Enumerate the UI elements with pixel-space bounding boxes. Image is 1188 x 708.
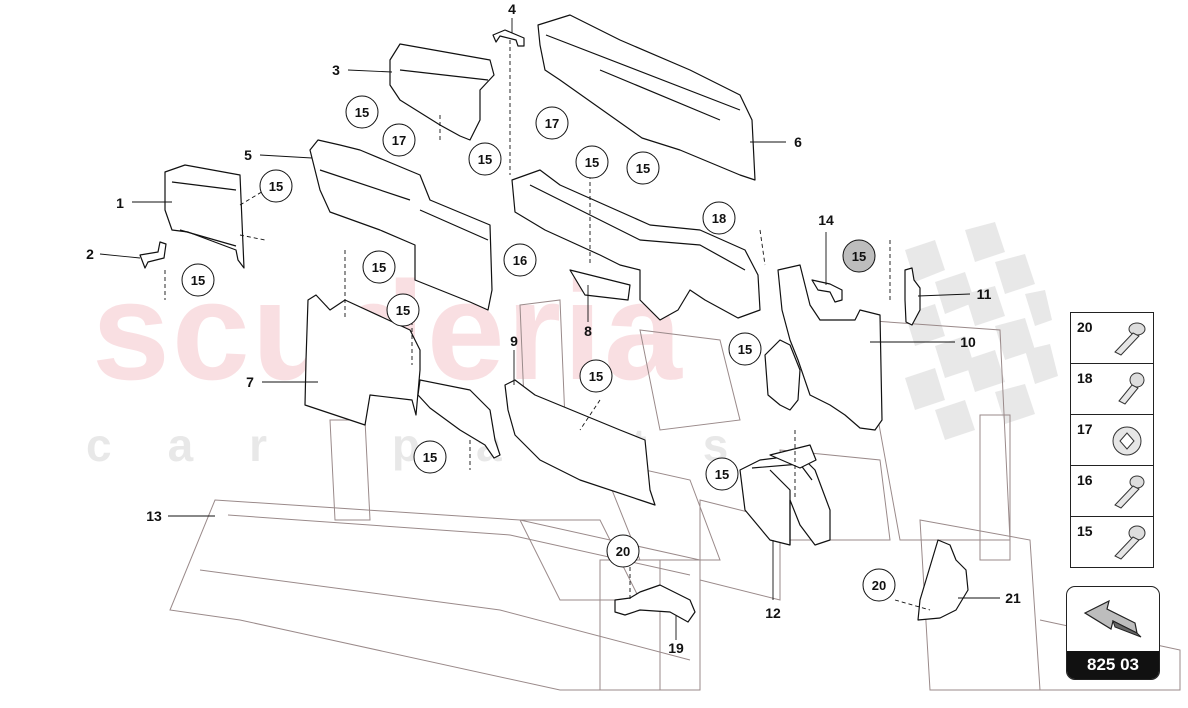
part-21-shield xyxy=(917,539,969,621)
callout-13: 13 xyxy=(146,508,162,524)
callout-14: 14 xyxy=(818,212,834,228)
callout-4: 4 xyxy=(508,1,516,17)
callout-19: 19 xyxy=(668,640,684,656)
part-10-shield xyxy=(777,264,883,431)
legend-row: 17 xyxy=(1071,415,1153,466)
ref-circle: 20 xyxy=(606,534,640,568)
legend-number: 16 xyxy=(1077,472,1093,488)
svg-text:17: 17 xyxy=(545,116,559,131)
part-1-shield xyxy=(164,164,245,269)
part-14-bracket xyxy=(811,279,843,303)
parts-outlines xyxy=(139,14,969,623)
bolt-washer-icon xyxy=(1114,322,1146,356)
svg-text:15: 15 xyxy=(396,303,410,318)
ref-circle: 17 xyxy=(535,106,569,140)
ref-circle: 15 xyxy=(728,332,762,366)
fastener-legend: 20 18 17 16 xyxy=(1070,312,1154,568)
arrow-icon xyxy=(1083,599,1142,638)
page-code: 825 03 xyxy=(1067,651,1159,679)
svg-text:17: 17 xyxy=(392,133,406,148)
bolt-icon xyxy=(1114,525,1146,560)
svg-text:15: 15 xyxy=(478,152,492,167)
legend-number: 15 xyxy=(1077,523,1093,539)
callout-1: 1 xyxy=(116,195,124,211)
part-11-bracket xyxy=(904,267,921,326)
ref-circle: 17 xyxy=(382,123,416,157)
bolt-icon xyxy=(1114,475,1145,509)
legend-number: 18 xyxy=(1077,370,1093,386)
legend-number: 17 xyxy=(1077,421,1093,437)
ref-circle: 18 xyxy=(702,201,736,235)
part-3-shield xyxy=(389,43,495,141)
ref-circle: 16 xyxy=(503,243,537,277)
svg-text:18: 18 xyxy=(712,211,726,226)
callout-numbers: 1 2 3 4 5 6 7 8 9 10 11 12 13 14 19 21 xyxy=(86,1,1021,656)
leader-lines xyxy=(99,18,1000,640)
fastener-lines xyxy=(164,40,931,611)
ref-circle: 15 xyxy=(579,359,613,393)
svg-text:15: 15 xyxy=(715,467,729,482)
part-9-shield xyxy=(504,379,656,506)
checkered-flag-watermark xyxy=(905,222,1058,440)
callout-5: 5 xyxy=(244,147,252,163)
legend-row: 18 xyxy=(1071,364,1153,415)
callout-3: 3 xyxy=(332,62,340,78)
callout-7: 7 xyxy=(246,374,254,390)
callout-11: 11 xyxy=(977,286,992,302)
part-6-shield xyxy=(537,14,756,181)
svg-text:15: 15 xyxy=(589,369,603,384)
callout-9: 9 xyxy=(510,333,518,349)
clip-nut-icon xyxy=(1112,426,1142,456)
ref-circle: 15 xyxy=(842,239,876,273)
ref-circle: 15 xyxy=(705,457,739,491)
svg-text:15: 15 xyxy=(191,273,205,288)
ref-circle: 15 xyxy=(468,142,502,176)
svg-text:15: 15 xyxy=(372,260,386,275)
circled-references: 15 17 15 17 15 15 15 15 18 15 16 15 15 1… xyxy=(181,95,896,602)
rivet-clip-icon xyxy=(1118,372,1145,405)
part-12-cover xyxy=(739,454,831,546)
legend-row: 15 xyxy=(1071,517,1153,567)
ref-circle: 15 xyxy=(181,263,215,297)
ref-circle: 20 xyxy=(862,568,896,602)
svg-text:15: 15 xyxy=(636,161,650,176)
callout-12: 12 xyxy=(765,605,781,621)
svg-text:16: 16 xyxy=(513,253,527,268)
page-code-box: 825 03 xyxy=(1066,586,1160,680)
callout-2: 2 xyxy=(86,246,94,262)
svg-text:15: 15 xyxy=(585,155,599,170)
svg-text:15: 15 xyxy=(355,105,369,120)
part-4-bracket xyxy=(492,29,525,47)
ref-circle: 15 xyxy=(413,440,447,474)
part-2-bracket xyxy=(139,241,167,269)
ref-circle: 15 xyxy=(626,151,660,185)
ref-circle: 15 xyxy=(259,169,293,203)
ref-circle: 15 xyxy=(362,250,396,284)
svg-text:20: 20 xyxy=(872,578,886,593)
svg-text:15: 15 xyxy=(738,342,752,357)
ref-circle: 15 xyxy=(345,95,379,129)
legend-row: 16 xyxy=(1071,466,1153,517)
callout-8: 8 xyxy=(584,323,592,339)
callout-6: 6 xyxy=(794,134,802,150)
legend-number: 20 xyxy=(1077,319,1093,335)
legend-row: 20 xyxy=(1071,313,1153,364)
part-19-bracket xyxy=(614,584,696,623)
svg-text:15: 15 xyxy=(269,179,283,194)
ref-circle: 15 xyxy=(386,293,420,327)
svg-text:20: 20 xyxy=(616,544,630,559)
callout-10: 10 xyxy=(960,334,976,350)
part-5-shield xyxy=(309,139,493,311)
callout-21: 21 xyxy=(1005,590,1021,606)
svg-text:15: 15 xyxy=(852,249,866,264)
ref-circle: 15 xyxy=(575,145,609,179)
svg-text:15: 15 xyxy=(423,450,437,465)
part-8-shield xyxy=(511,169,761,321)
